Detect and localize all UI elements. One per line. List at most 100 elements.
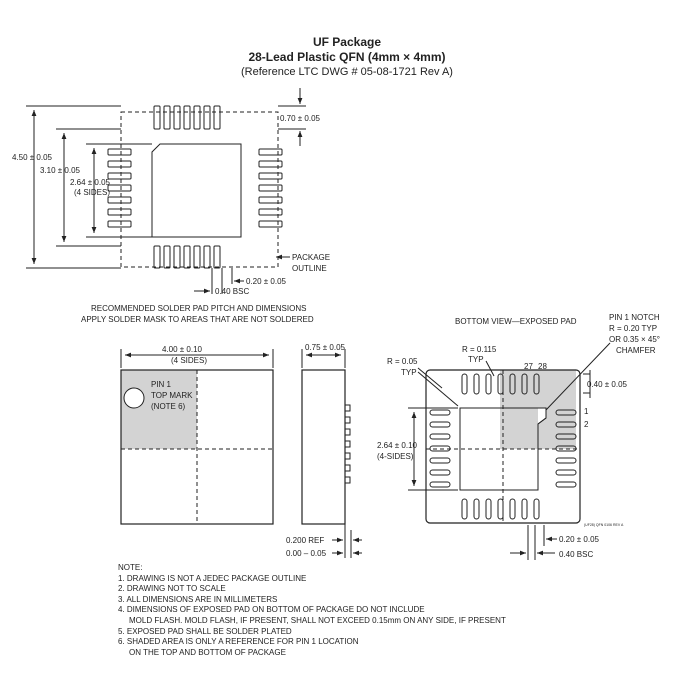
bottom-view-lead — [461, 498, 468, 520]
bottom-view-dim-lead-width: 0.20 ± 0.05 — [559, 535, 600, 544]
footprint-pad — [153, 245, 161, 269]
bottom-view-dim-pitch: 0.40 BSC — [559, 550, 593, 559]
pin-2-label: 2 — [584, 420, 589, 429]
side-view-dim-ref: 0.200 REF — [286, 536, 324, 545]
side-view-lead — [344, 464, 351, 472]
bottom-view-lead — [461, 373, 468, 395]
footprint-dim-lead-width: 0.20 ± 0.05 — [246, 277, 287, 286]
bottom-view-lead — [521, 498, 528, 520]
footprint-pad — [258, 148, 283, 156]
bottom-view-lead — [555, 421, 577, 428]
footprint-pad — [107, 184, 132, 192]
bottom-view-dim-pad-sides: (4-SIDES) — [377, 452, 414, 461]
footprint-dim-pitch: 0.40 BSC — [215, 287, 249, 296]
side-view-lead — [344, 452, 351, 460]
pin1-notch-chamfer-label: CHAMFER — [616, 346, 656, 355]
side-view-lead — [344, 428, 351, 436]
footprint-pad — [107, 148, 132, 156]
side-view-leads — [344, 404, 351, 484]
footprint-pad — [107, 172, 132, 180]
top-view-labels: 4.00 ± 0.10 (4 SIDES) PIN 1 TOP MARK (NO… — [151, 345, 207, 411]
bottom-view-lead — [485, 498, 492, 520]
footprint-pad — [258, 220, 283, 228]
footprint-dim-overall: 4.50 ± 0.05 — [12, 153, 53, 162]
lead-radius-label: R = 0.115 — [462, 345, 497, 354]
footprint-pad — [107, 208, 132, 216]
footprint-pad — [193, 105, 201, 130]
footprint-outline-label: OUTLINE — [292, 264, 327, 273]
footprint-pad — [193, 245, 201, 269]
footprint-pad — [213, 105, 221, 130]
bottom-view-lead — [555, 457, 577, 464]
bottom-view-lead — [555, 481, 577, 488]
pin-1-label: 1 — [584, 407, 589, 416]
bottom-view-lead — [509, 373, 516, 395]
side-view-body — [301, 369, 346, 525]
footprint-dim-pad-size: 2.64 ± 0.05 — [70, 178, 111, 187]
bottom-view-lead — [429, 421, 451, 428]
drawing-code: (UF28) QFN 0106 REV A — [584, 523, 624, 527]
notes-heading: NOTE: — [118, 563, 143, 572]
pin1-notch-label: PIN 1 NOTCH — [609, 313, 660, 322]
note-line: MOLD FLASH. MOLD FLASH, IF PRESENT, SHAL… — [129, 615, 506, 625]
footprint-pads-top — [153, 105, 221, 130]
footprint-pad — [183, 245, 191, 269]
bottom-view-title: BOTTOM VIEW—EXPOSED PAD — [455, 317, 577, 326]
footprint-caption-1: RECOMMENDED SOLDER PAD PITCH AND DIMENSI… — [91, 304, 306, 313]
note-line: 3. ALL DIMENSIONS ARE IN MILLIMETERS — [118, 594, 278, 604]
note-line: ON THE TOP AND BOTTOM OF PACKAGE — [129, 647, 286, 657]
note-line: 1. DRAWING IS NOT A JEDEC PACKAGE OUTLIN… — [118, 573, 307, 583]
bottom-view-lead — [497, 498, 504, 520]
bottom-view-lead — [555, 409, 577, 416]
top-view-dim-body: 4.00 ± 0.10 — [162, 345, 203, 354]
bottom-view-lead — [555, 469, 577, 476]
top-view — [120, 349, 274, 525]
bottom-view-lead — [509, 498, 516, 520]
bottom-view-leads-top — [461, 373, 540, 395]
bottom-view-lead — [533, 373, 540, 395]
bottom-view-leads-bottom — [461, 498, 540, 520]
footprint-pad — [258, 196, 283, 204]
note-line: 4. DIMENSIONS OF EXPOSED PAD ON BOTTOM O… — [118, 605, 425, 615]
package-subtitle: 28-Lead Plastic QFN (4mm × 4mm) — [248, 50, 446, 64]
pin1-notch-chamfer: OR 0.35 × 45° — [609, 335, 660, 344]
bottom-view-lead — [473, 373, 480, 395]
bottom-view-lead — [429, 433, 451, 440]
package-reference: (Reference LTC DWG # 05-08-1721 Rev A) — [241, 66, 453, 78]
footprint-pad — [153, 105, 161, 130]
bottom-view-leads-right — [555, 409, 577, 488]
footprint-pad — [203, 245, 211, 269]
bottom-view — [408, 342, 611, 560]
footprint-pad — [258, 160, 283, 168]
bottom-view-leads-left — [429, 409, 451, 488]
footprint-pad — [173, 105, 181, 130]
pin-27-label: 27 — [524, 362, 533, 371]
footprint-exposed-pad — [151, 143, 242, 238]
bottom-view-lead — [429, 457, 451, 464]
footprint-dim-inner: 3.10 ± 0.05 — [40, 166, 81, 175]
side-view-lead — [344, 440, 351, 448]
bottom-view-lead — [555, 433, 577, 440]
package-outline-dashed — [120, 111, 279, 268]
footprint-pad — [107, 196, 132, 204]
bottom-view-lead — [429, 409, 451, 416]
note-line: 5. EXPOSED PAD SHALL BE SOLDER PLATED — [118, 626, 292, 636]
bottom-view-dim-lead-length: 0.40 ± 0.05 — [587, 380, 628, 389]
corner-radius-typ: TYP — [401, 368, 417, 377]
footprint-pad — [213, 245, 221, 269]
footprint-dim-lead-length: 0.70 ± 0.05 — [280, 114, 321, 123]
footprint-pad — [163, 245, 171, 269]
footprint-pads-bottom — [153, 245, 221, 269]
bottom-view-lead — [555, 445, 577, 452]
footprint-view — [26, 88, 306, 294]
bottom-view-lead — [429, 445, 451, 452]
footprint-pad — [183, 105, 191, 130]
lead-radius-typ: TYP — [468, 355, 484, 364]
bottom-view-lead — [429, 469, 451, 476]
pin1-top-mark-icon — [123, 387, 145, 409]
side-view-labels: 0.75 ± 0.05 0.200 REF 0.00 – 0.05 — [286, 343, 346, 558]
footprint-pads-left — [107, 148, 132, 228]
top-view-dim-sides: (4 SIDES) — [171, 356, 207, 365]
side-view — [301, 349, 362, 558]
footprint-pad — [203, 105, 211, 130]
